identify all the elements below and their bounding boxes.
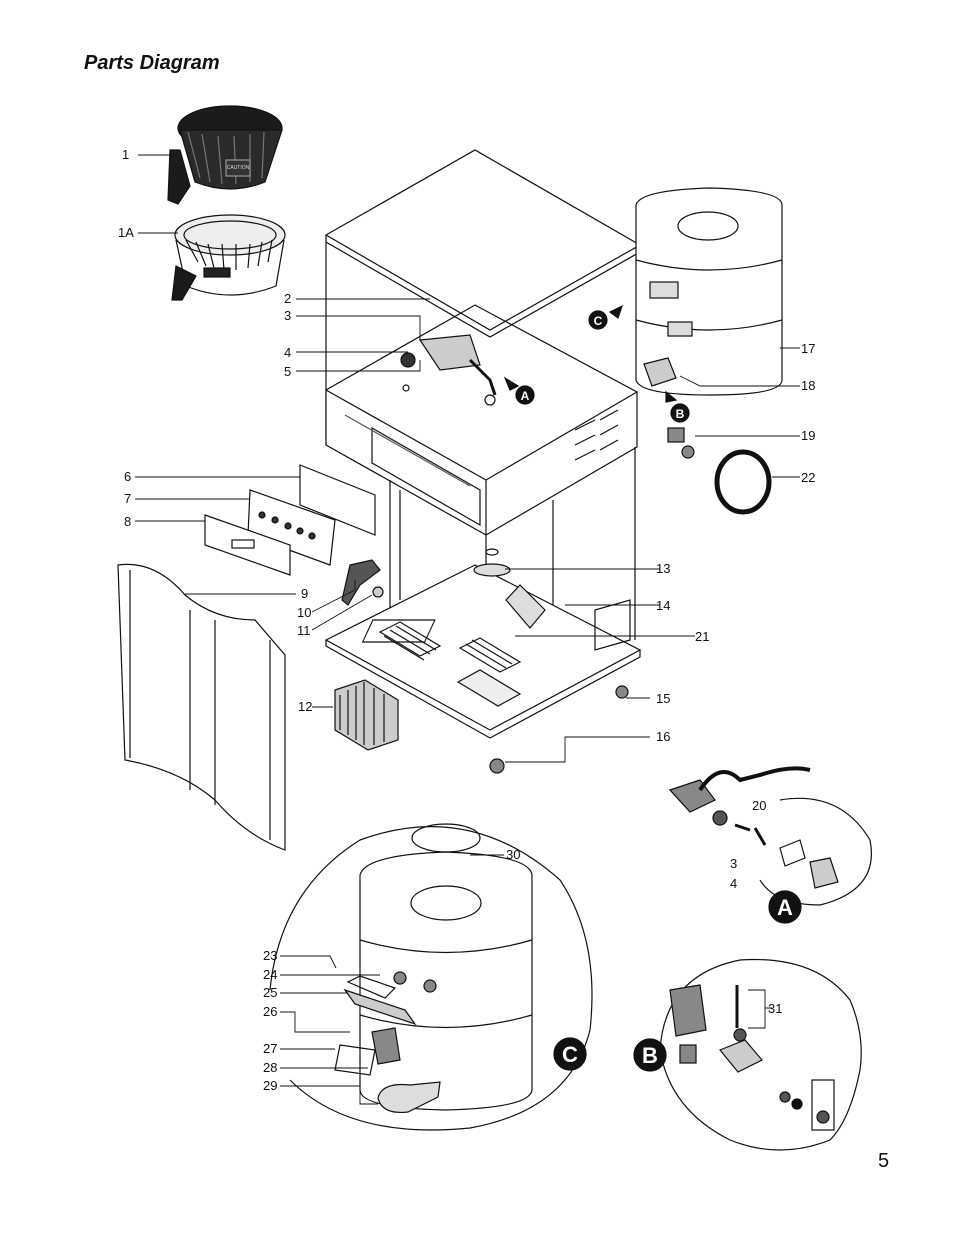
callout-11: 11 [297, 623, 311, 638]
callout-31: 31 [768, 1001, 783, 1016]
sprayhead-disk-and-legs [473, 427, 695, 774]
callout-13: 13 [656, 561, 671, 576]
callout-26: 26 [263, 1004, 278, 1019]
callout-1a: 1A [118, 225, 134, 240]
sprayhead-and-valve [400, 334, 497, 406]
callout-17: 17 [801, 341, 816, 356]
callout-25: 25 [263, 985, 278, 1000]
callout-14: 14 [656, 598, 671, 613]
brew-funnel-1a [171, 214, 286, 301]
callout-4: 4 [284, 345, 292, 360]
marker-b-badge: B [676, 407, 685, 421]
callout-30: 30 [506, 847, 521, 862]
funnel-caution-text: CAUTION [227, 165, 250, 171]
detail-c-badge: C [562, 1042, 578, 1067]
brew-funnel-1: CAUTION [167, 105, 283, 205]
heat-sink [334, 679, 399, 751]
page-number: 5 [878, 1150, 890, 1172]
detail-b-badge: B [642, 1043, 658, 1068]
callout-23: 23 [263, 948, 278, 963]
callout-15: 15 [656, 691, 671, 706]
faucet-and-button [341, 559, 384, 606]
detail-a-badge: A [777, 895, 793, 920]
callout-8: 8 [124, 514, 132, 529]
callout-10: 10 [297, 605, 312, 620]
front-cover [117, 563, 286, 851]
detail-c: C [269, 823, 593, 1131]
callout-19: 19 [801, 428, 816, 443]
callout-1: 1 [122, 147, 130, 162]
callout-16: 16 [656, 729, 671, 744]
callout-24: 24 [263, 967, 278, 982]
callout-21: 21 [695, 629, 710, 644]
page-title: Parts Diagram [84, 52, 220, 74]
marker-a-badge: A [521, 389, 530, 403]
detail-b: B [633, 958, 862, 1151]
callout-20: 20 [752, 798, 767, 813]
cabinet-body [324, 242, 642, 739]
callout-6: 6 [124, 469, 132, 484]
marker-c-badge: C [594, 314, 603, 328]
leader-lines [135, 154, 800, 763]
callout-7: 7 [124, 491, 132, 506]
callout-29: 29 [263, 1078, 278, 1093]
callout-5: 5 [284, 364, 292, 379]
callout-detail-a-4: 4 [730, 876, 738, 891]
callout-12: 12 [298, 699, 313, 714]
detail-a: A [668, 766, 872, 924]
callout-2: 2 [284, 291, 292, 306]
callout-28: 28 [263, 1060, 278, 1075]
callout-detail-a-3: 3 [730, 856, 738, 871]
callout-9: 9 [301, 586, 309, 601]
control-panel [204, 464, 376, 576]
callout-27: 27 [263, 1041, 278, 1056]
callout-3: 3 [284, 308, 292, 323]
callout-18: 18 [801, 378, 816, 393]
callout-22: 22 [801, 470, 816, 485]
tank-and-hose [635, 187, 783, 515]
